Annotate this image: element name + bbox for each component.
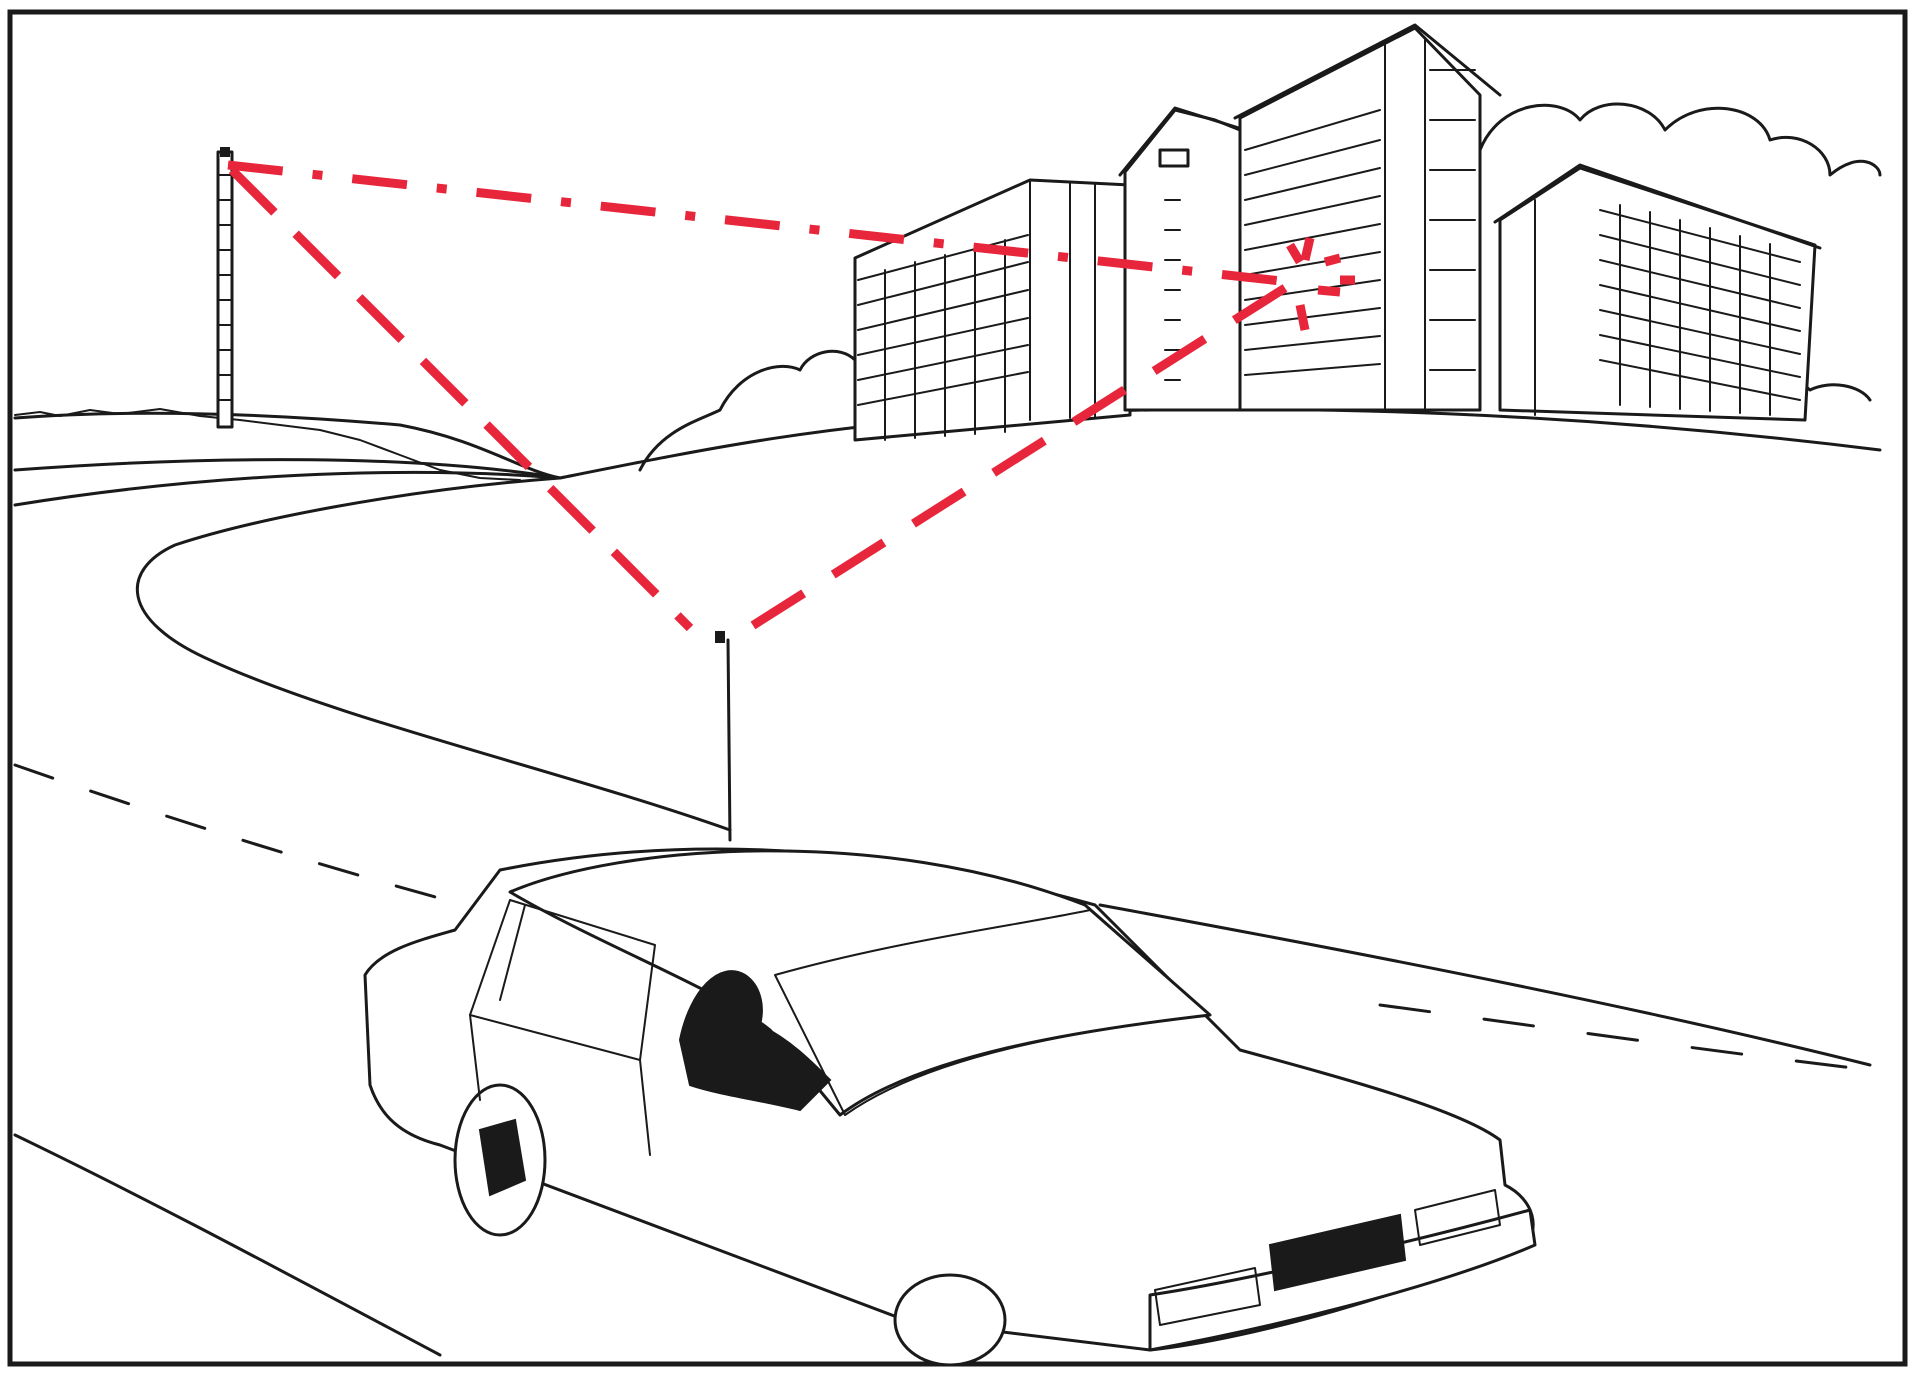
tall-slab-building bbox=[1235, 25, 1500, 410]
signal-mast-to-car bbox=[232, 170, 690, 628]
road-centre-dashes-far bbox=[1380, 1005, 1870, 1070]
road-near-curve bbox=[15, 460, 730, 830]
office-building-low bbox=[855, 180, 1130, 440]
car-antenna bbox=[728, 640, 730, 840]
front-right-wheel bbox=[895, 1275, 1005, 1365]
gabled-tower bbox=[1120, 108, 1245, 410]
right-apartment-block bbox=[1495, 165, 1820, 420]
tree-line bbox=[1480, 104, 1880, 175]
radio-mast bbox=[218, 148, 232, 427]
car bbox=[365, 632, 1535, 1365]
road-left-edge bbox=[15, 1135, 440, 1355]
bush-left bbox=[640, 351, 855, 470]
grass-edge bbox=[15, 409, 520, 480]
